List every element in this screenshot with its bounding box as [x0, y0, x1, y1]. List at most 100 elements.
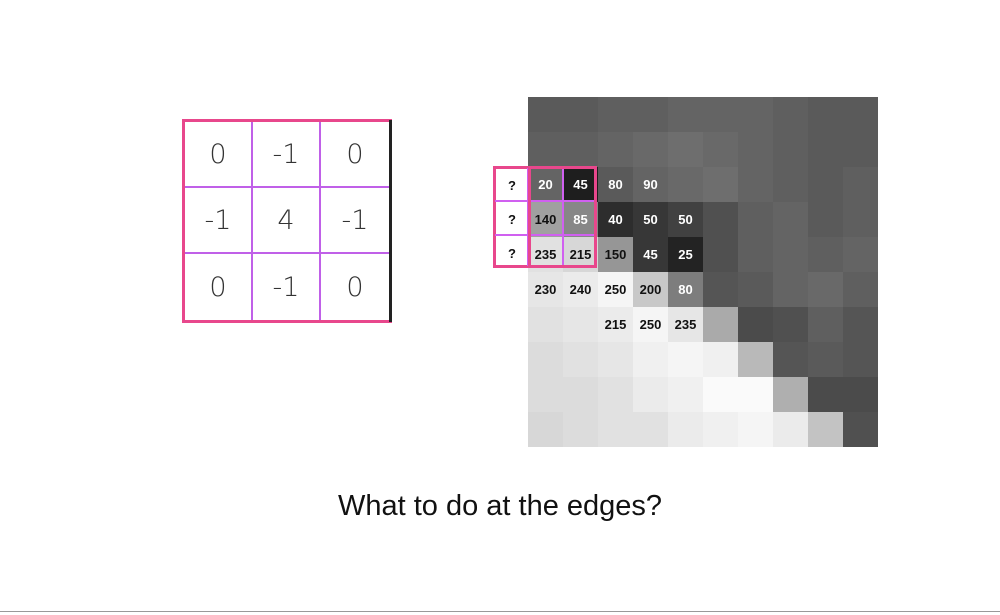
pixel-cell	[773, 132, 808, 167]
pixel-cell	[843, 272, 878, 307]
pixel-cell: 80	[668, 272, 703, 307]
pixel-cell	[633, 412, 668, 447]
pixel-cell	[563, 132, 598, 167]
pixel-cell	[808, 377, 843, 412]
pixel-cell	[773, 237, 808, 272]
pixel-cell	[843, 342, 878, 377]
pixel-cell	[528, 342, 563, 377]
pixel-cell	[563, 342, 598, 377]
pixel-cell	[703, 412, 738, 447]
pixel-cell	[703, 202, 738, 237]
pixel-cell	[703, 167, 738, 202]
pixel-cell	[738, 167, 773, 202]
pixel-cell	[668, 97, 703, 132]
pixel-cell: 150	[598, 237, 633, 272]
kernel-cell: -1	[253, 254, 321, 320]
bottom-divider	[0, 611, 1000, 612]
pixel-cell	[598, 342, 633, 377]
pixel-cell	[528, 307, 563, 342]
pixel-cell: 215	[598, 307, 633, 342]
pixel-cell	[808, 132, 843, 167]
pixel-cell	[598, 412, 633, 447]
pixel-cell	[773, 167, 808, 202]
pixel-cell: 235	[528, 237, 563, 272]
pixel-cell	[633, 377, 668, 412]
pixel-cell	[843, 167, 878, 202]
pixel-cell: 140	[528, 202, 563, 237]
pixel-cell	[808, 412, 843, 447]
pixel-cell	[843, 377, 878, 412]
pixel-cell: 85	[563, 202, 598, 237]
pixel-cell	[668, 132, 703, 167]
pixel-cell	[598, 377, 633, 412]
pixel-cell	[738, 272, 773, 307]
pixel-cell	[598, 132, 633, 167]
pixel-cell: 50	[668, 202, 703, 237]
pixel-cell	[843, 132, 878, 167]
pixel-cell: 45	[633, 237, 668, 272]
pixel-cell: 25	[668, 237, 703, 272]
kernel-cell: -1	[321, 188, 389, 254]
pixel-cell	[773, 412, 808, 447]
pixel-cell: 80	[598, 167, 633, 202]
pixel-cell: 250	[633, 307, 668, 342]
pixel-cell: 250	[598, 272, 633, 307]
kernel-matrix: 0 -1 0 -1 4 -1 0 -1 0	[182, 119, 392, 323]
pixel-cell: 40	[598, 202, 633, 237]
pixel-cell	[528, 97, 563, 132]
pixel-cell	[738, 412, 773, 447]
padding-cell-unknown: ?	[497, 238, 527, 268]
pixel-cell: 200	[633, 272, 668, 307]
pixel-cell	[563, 97, 598, 132]
kernel-edge-shadow	[389, 120, 392, 322]
pixel-cell	[843, 237, 878, 272]
pixel-cell: 90	[633, 167, 668, 202]
pixel-cell	[563, 412, 598, 447]
pixel-cell	[773, 307, 808, 342]
pixel-cell	[703, 307, 738, 342]
pixel-cell	[703, 342, 738, 377]
pixel-cell	[773, 97, 808, 132]
pixel-cell	[703, 377, 738, 412]
pixel-cell	[773, 377, 808, 412]
pixel-cell	[843, 202, 878, 237]
padding-cell-unknown: ?	[497, 170, 527, 200]
pixel-cell	[773, 272, 808, 307]
pixel-cell	[633, 342, 668, 377]
pixel-cell: 215	[563, 237, 598, 272]
pixel-cell	[773, 202, 808, 237]
pixel-cell	[668, 377, 703, 412]
pixel-cell	[563, 307, 598, 342]
pixel-cell: 230	[528, 272, 563, 307]
pixel-cell	[668, 412, 703, 447]
kernel-cell: 0	[346, 271, 364, 303]
pixel-cell	[528, 132, 563, 167]
pixel-cell	[738, 377, 773, 412]
pixel-cell: 20	[528, 167, 563, 202]
pixel-cell	[808, 97, 843, 132]
kernel-cell: 4	[253, 188, 321, 254]
kernel-cell: 0	[185, 254, 253, 320]
pixel-cell	[703, 132, 738, 167]
pixel-cell	[808, 167, 843, 202]
pixel-cell	[668, 167, 703, 202]
pixel-cell	[808, 342, 843, 377]
pixel-cell	[703, 237, 738, 272]
pixel-cell	[738, 237, 773, 272]
pixel-cell	[738, 97, 773, 132]
pixel-cell	[528, 412, 563, 447]
pixel-cell	[738, 307, 773, 342]
slide-caption: What to do at the edges?	[337, 490, 663, 522]
pixel-cell	[808, 272, 843, 307]
pixel-cell	[703, 272, 738, 307]
pixel-cell	[843, 307, 878, 342]
pixel-cell	[773, 342, 808, 377]
pixel-cell	[738, 132, 773, 167]
kernel-cell: 0	[185, 122, 253, 188]
pixel-cell	[808, 307, 843, 342]
pixel-cell	[808, 237, 843, 272]
pixel-cell	[528, 377, 563, 412]
pixel-cell	[633, 97, 668, 132]
pixel-cell	[668, 342, 703, 377]
pixel-cell	[598, 97, 633, 132]
